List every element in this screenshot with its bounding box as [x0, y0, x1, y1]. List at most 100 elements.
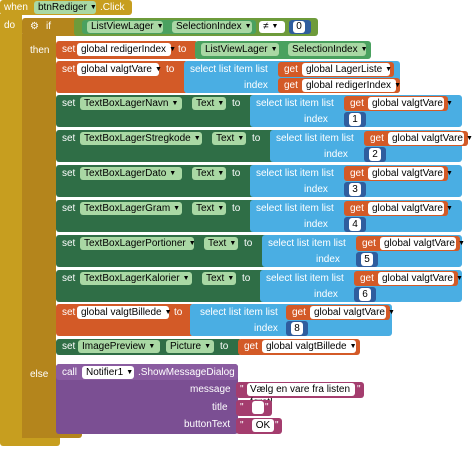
image-preview-property-dropdown[interactable]: Picture▼: [166, 340, 214, 353]
to-keyword: to: [244, 238, 253, 249]
quote-close: ": [265, 402, 269, 413]
gear-icon[interactable]: ⚙: [30, 21, 39, 32]
to-keyword: to: [166, 64, 175, 75]
index-value[interactable]: 3: [349, 183, 361, 196]
valgt-vare-var-dropdown[interactable]: global valgtVare▼: [77, 63, 162, 76]
operator-dropdown[interactable]: ≠▼: [259, 21, 285, 33]
chevron-down-icon: ▼: [169, 170, 177, 177]
index-value[interactable]: 2: [369, 148, 381, 161]
index-value[interactable]: 5: [361, 253, 373, 266]
get-keyword: get: [292, 307, 306, 318]
index-value[interactable]: 4: [349, 218, 361, 231]
to-keyword: to: [174, 307, 183, 318]
index-label: index: [316, 254, 340, 265]
index-label: index: [244, 80, 268, 91]
image-preview-component-dropdown[interactable]: ImagePreview▼: [78, 340, 160, 353]
get-keyword: get: [350, 168, 364, 179]
quote-close: ": [357, 384, 361, 395]
valgt-vare-dropdown[interactable]: global valgtVare▼: [310, 306, 395, 319]
textbox-component-dropdown[interactable]: TextBoxLagerDato▼: [80, 167, 182, 180]
event-component-dropdown[interactable]: btnRediger▼: [34, 1, 97, 14]
textbox-component-dropdown[interactable]: TextBoxLagerGram▼: [80, 202, 182, 215]
to-keyword: to: [220, 341, 229, 352]
to-keyword: to: [252, 133, 261, 144]
textbox-component-dropdown[interactable]: TextBoxLagerKalorier▼: [80, 272, 192, 285]
chevron-down-icon: ▼: [445, 100, 453, 107]
chevron-down-icon: ▼: [349, 343, 357, 350]
quote-open: ": [240, 384, 244, 395]
textbox-component-dropdown[interactable]: TextBoxLagerPortioner▼: [80, 237, 196, 250]
when-keyword: when: [4, 2, 28, 13]
number-value[interactable]: 0: [293, 21, 305, 33]
set-keyword: set: [62, 307, 76, 318]
textbox-component-dropdown[interactable]: TextBoxLagerNavn▼: [80, 97, 182, 110]
index-label: index: [304, 184, 328, 195]
valgt-vare-dropdown[interactable]: global valgtVare▼: [368, 202, 453, 215]
valgt-vare-dropdown[interactable]: global valgtVare▼: [388, 132, 473, 145]
quote-close: ": [275, 420, 279, 431]
index-label: index: [314, 289, 338, 300]
select-list-item-label: select list item list: [200, 307, 278, 318]
method-name: .ShowMessageDialog: [138, 367, 235, 378]
valgt-vare-dropdown[interactable]: global valgtVare▼: [378, 272, 463, 285]
valgt-vare-dropdown[interactable]: global valgtVare▼: [368, 167, 453, 180]
chevron-down-icon: ▼: [204, 343, 212, 350]
chevron-down-icon: ▼: [360, 46, 368, 53]
set-keyword: set: [62, 168, 76, 179]
do-keyword: do: [4, 20, 16, 31]
textbox-property-dropdown[interactable]: Text▼: [204, 237, 238, 250]
button-text-value[interactable]: OK: [252, 419, 274, 432]
listview-component-dropdown[interactable]: ListViewLager▼: [201, 43, 279, 56]
title-param-label: title: [212, 402, 228, 413]
chevron-down-icon: ▼: [182, 275, 190, 282]
index-value[interactable]: 6: [359, 288, 371, 301]
valgt-billede-dropdown[interactable]: global valgtBillede▼: [262, 340, 357, 353]
chevron-down-icon: ▼: [455, 275, 463, 282]
chevron-down-icon: ▼: [387, 309, 395, 316]
to-keyword: to: [232, 203, 241, 214]
chevron-down-icon: ▼: [227, 275, 235, 282]
if-block-bottom: [22, 430, 82, 438]
get-keyword: get: [284, 80, 298, 91]
event-block-left-bar: [0, 14, 22, 444]
message-text-value[interactable]: Vælg en vare fra listen først!: [247, 383, 355, 408]
lager-liste-dropdown[interactable]: global LagerListe▼: [302, 63, 392, 76]
chevron-down-icon: ▼: [188, 240, 196, 247]
index-label: index: [304, 114, 328, 125]
textbox-property-dropdown[interactable]: Text▼: [192, 202, 226, 215]
to-keyword: to: [178, 44, 187, 55]
chevron-down-icon: ▼: [126, 369, 134, 376]
event-block-bottom-bar: [0, 436, 60, 446]
chevron-down-icon: ▼: [465, 135, 473, 142]
valgt-vare-dropdown[interactable]: global valgtVare▼: [368, 97, 453, 110]
chevron-down-icon: ▼: [244, 23, 252, 30]
title-text-value[interactable]: [252, 401, 264, 414]
valgt-billede-var-dropdown[interactable]: global valgtBillede▼: [77, 306, 172, 319]
listview-property-dropdown[interactable]: SelectionIndex▼: [288, 43, 368, 56]
condition-property-dropdown[interactable]: SelectionIndex▼: [172, 21, 252, 33]
index-value[interactable]: 8: [291, 322, 303, 335]
chevron-down-icon: ▼: [156, 23, 164, 30]
get-keyword: get: [362, 238, 376, 249]
textbox-property-dropdown[interactable]: Text▼: [192, 97, 226, 110]
index-label: index: [304, 219, 328, 230]
valgt-vare-dropdown[interactable]: global valgtVare▼: [380, 237, 465, 250]
notifier-component-dropdown[interactable]: Notifier1▼: [82, 366, 134, 379]
textbox-property-dropdown[interactable]: Text▼: [212, 132, 246, 145]
textbox-property-dropdown[interactable]: Text▼: [202, 272, 236, 285]
rediger-index-dropdown[interactable]: global redigerIndex▼: [302, 79, 401, 92]
set-keyword: set: [62, 341, 76, 352]
rediger-index-var-dropdown[interactable]: global redigerIndex▼: [77, 43, 176, 56]
message-param-label: message: [190, 384, 231, 395]
select-list-item-label: select list item list: [276, 133, 354, 144]
chevron-down-icon: ▼: [229, 240, 237, 247]
index-value[interactable]: 1: [349, 113, 361, 126]
if-block-left-bar: [22, 34, 56, 438]
chevron-down-icon: ▼: [154, 66, 162, 73]
textbox-property-dropdown[interactable]: Text▼: [192, 167, 226, 180]
condition-component-dropdown[interactable]: ListViewLager▼: [87, 21, 164, 33]
get-keyword: get: [284, 64, 298, 75]
chevron-down-icon: ▼: [217, 205, 225, 212]
textbox-component-dropdown[interactable]: TextBoxLagerStregkode▼: [80, 132, 202, 145]
chevron-down-icon: ▼: [164, 309, 172, 316]
